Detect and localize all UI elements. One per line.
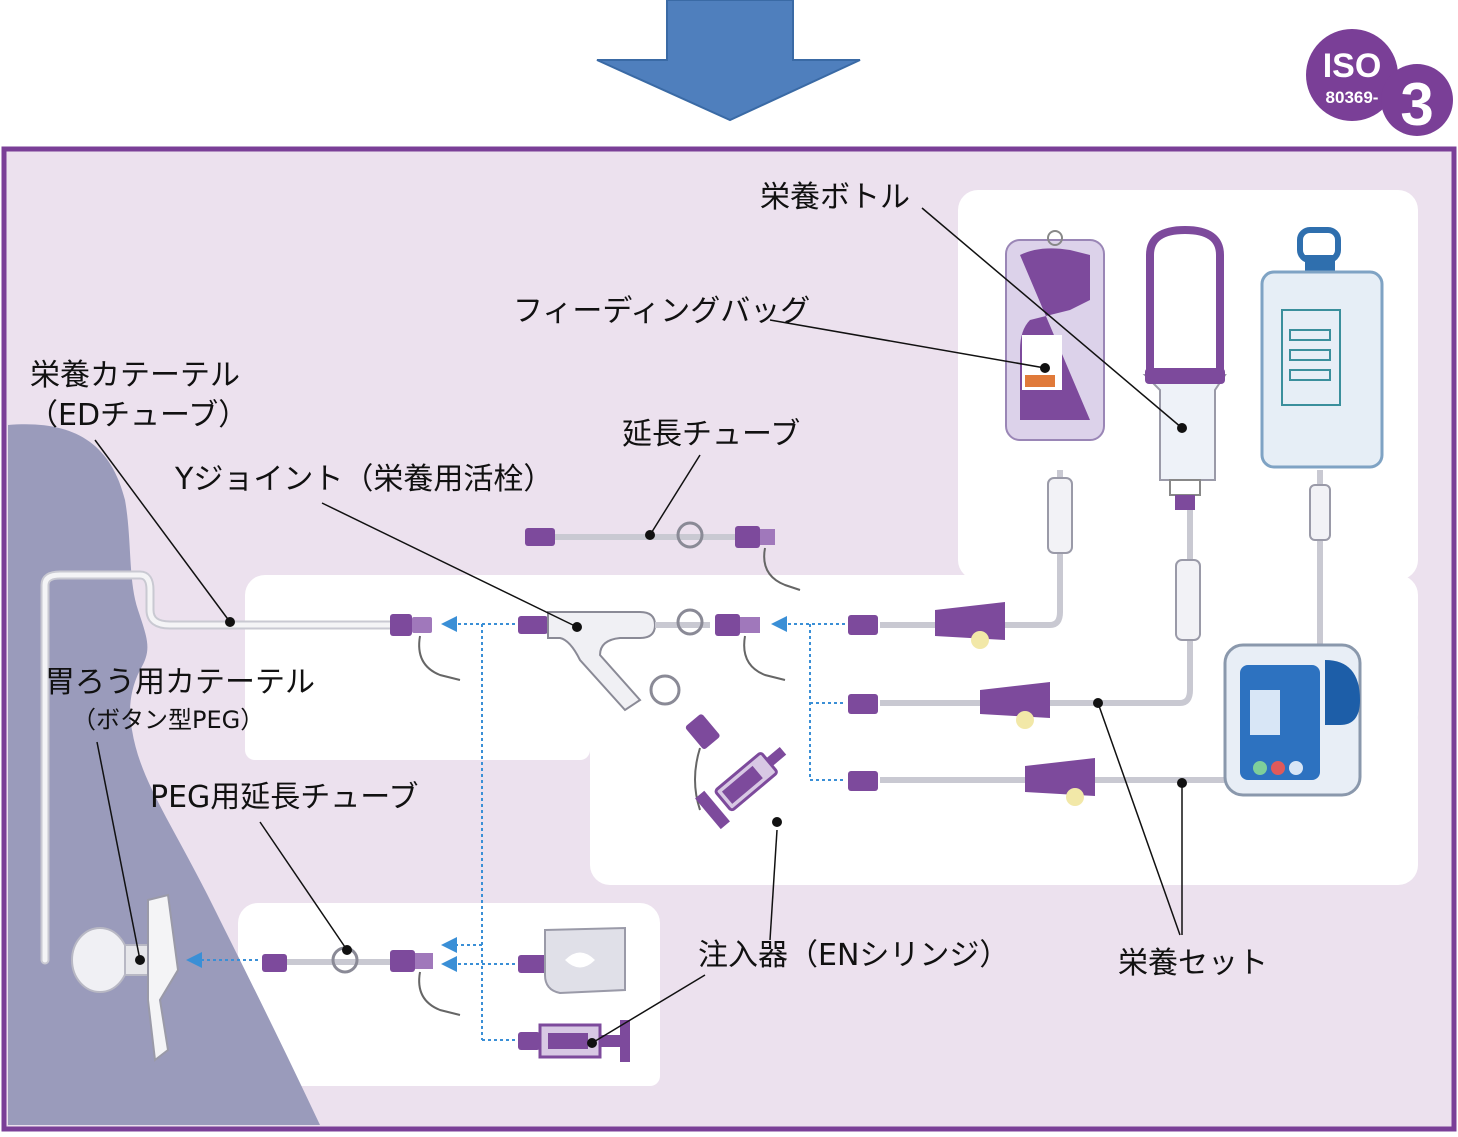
feeding-pump: [1223, 643, 1362, 797]
extension-tube: [525, 521, 801, 591]
label-feeding-set: 栄養セット: [1118, 946, 1268, 981]
feeding-bag: [1005, 230, 1105, 441]
iso-badge-line2: 80369-: [1326, 88, 1379, 107]
label-ed-catheter-sub: （EDチューブ）: [28, 398, 249, 433]
connector-ed: [390, 614, 461, 681]
label-gastrostomy-catheter-sub: （ボタン型PEG）: [72, 706, 265, 734]
iso-badge-number: 3: [1400, 71, 1433, 138]
feeding-set-connectors: [848, 602, 1095, 806]
label-gastrostomy-catheter: 胃ろう用カテーテル: [45, 665, 315, 700]
label-extension-tube: 延長チューブ: [622, 417, 801, 452]
leader-dots: [135, 363, 1187, 1048]
y-joint: [518, 608, 786, 811]
peg-extension-tube: [262, 946, 461, 1016]
label-feeding-bag: フィーディングバッグ: [513, 294, 811, 329]
iso-badge-line1: ISO: [1323, 47, 1382, 85]
label-syringe: 注入器（ENシリンジ）: [698, 938, 1010, 973]
fluid-bag: [1260, 227, 1384, 469]
syringe-vertical: [695, 746, 787, 830]
dotted-connections: [186, 616, 845, 1041]
pouch: [518, 926, 626, 995]
iso-badge: ISO 80369- 3: [1306, 29, 1453, 138]
leader-lines: [94, 207, 1183, 1044]
label-feeding-bottle: 栄養ボトル: [760, 180, 910, 215]
label-ed-catheter: 栄養カテーテル: [30, 358, 240, 393]
drip-chambers: [1047, 477, 1331, 641]
label-peg-extension: PEG用延長チューブ: [150, 780, 419, 815]
down-arrow: [596, 0, 861, 122]
label-y-joint: Yジョイント（栄養用活栓）: [175, 462, 554, 497]
